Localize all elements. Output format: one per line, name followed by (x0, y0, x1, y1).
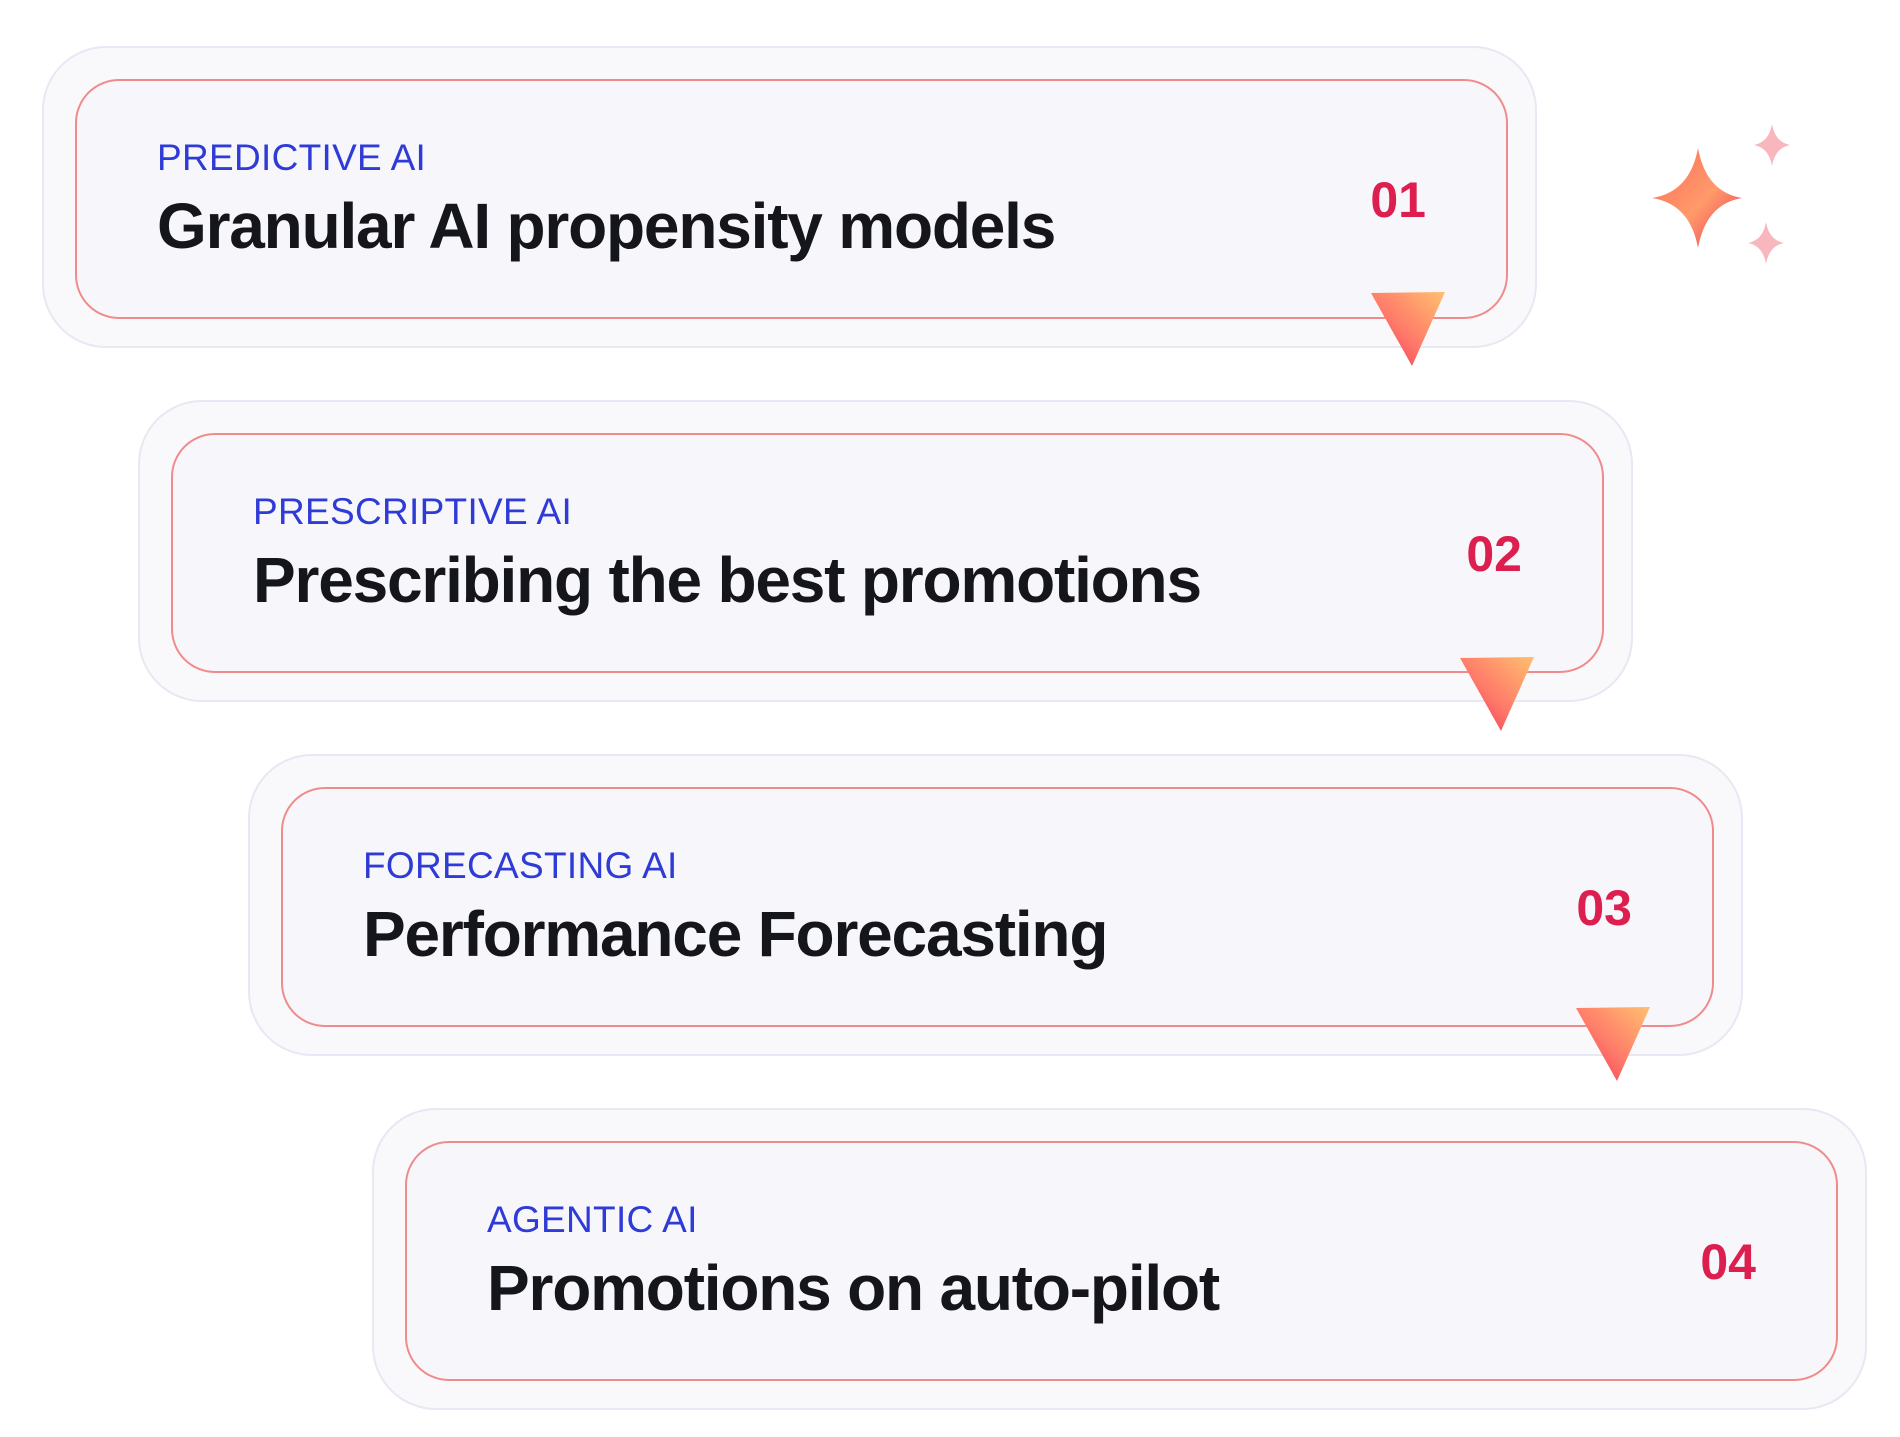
sparkles-icon (1652, 124, 1790, 264)
step-number-3: 03 (1576, 880, 1632, 936)
arrow-down-triangle-icon (1371, 292, 1445, 366)
step-number-1: 01 (1370, 172, 1426, 228)
step-category-2: PRESCRIPTIVE AI (253, 491, 573, 532)
step-number-2: 02 (1466, 526, 1522, 582)
step-title-2: Prescribing the best promotions (253, 544, 1202, 616)
step-number-4: 04 (1700, 1234, 1756, 1290)
step-card-3: FORECASTING AI Performance Forecasting 0… (248, 754, 1743, 1056)
step-card-inner-4: AGENTIC AI Promotions on auto-pilot 04 (405, 1141, 1838, 1381)
step-category-3: FORECASTING AI (363, 845, 678, 886)
arrow-down-triangle-icon (1576, 1007, 1650, 1081)
step-card-inner-1: PREDICTIVE AI Granular AI propensity mod… (75, 79, 1508, 319)
step-card-2: PRESCRIPTIVE AI Prescribing the best pro… (138, 400, 1633, 702)
step-title-1: Granular AI propensity models (157, 190, 1056, 262)
arrow-down-triangle-icon (1460, 657, 1534, 731)
step-title-3: Performance Forecasting (363, 898, 1108, 970)
step-card-1: PREDICTIVE AI Granular AI propensity mod… (42, 46, 1537, 348)
step-title-4: Promotions on auto-pilot (487, 1252, 1220, 1324)
step-card-inner-3: FORECASTING AI Performance Forecasting 0… (281, 787, 1714, 1027)
step-category-1: PREDICTIVE AI (157, 137, 427, 178)
step-category-4: AGENTIC AI (487, 1199, 698, 1240)
step-card-4: AGENTIC AI Promotions on auto-pilot 04 (372, 1108, 1867, 1410)
step-card-inner-2: PRESCRIPTIVE AI Prescribing the best pro… (171, 433, 1604, 673)
